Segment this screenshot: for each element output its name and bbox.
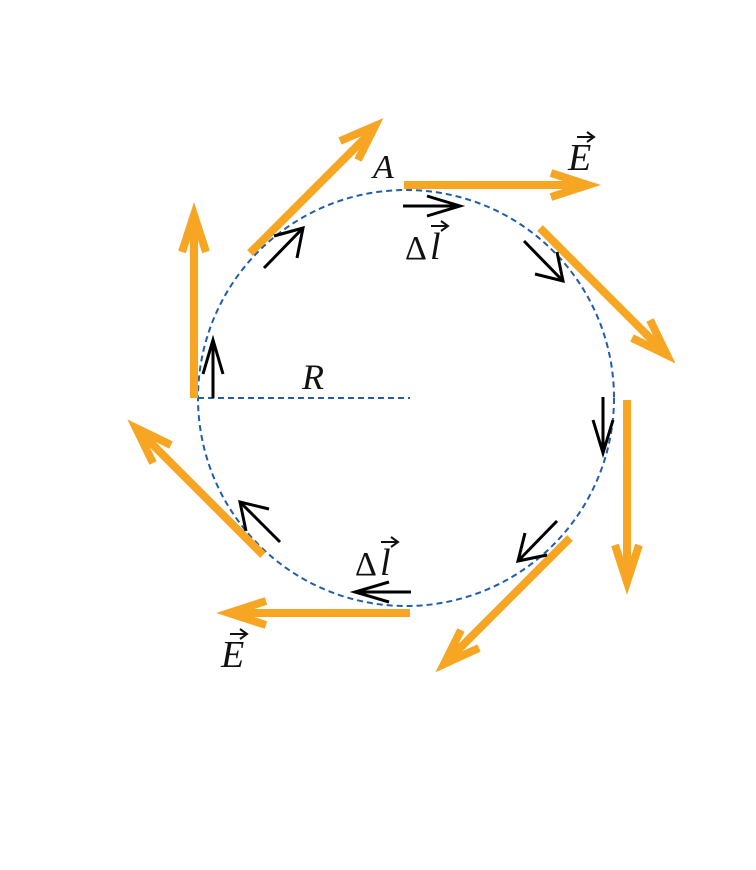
field-label-bottom-letter: E [220, 634, 244, 676]
vector-arrow-icon [230, 628, 249, 640]
element-label-top-l: l [430, 226, 441, 268]
element-label-top-delta: Δ [405, 230, 427, 267]
field-arrow-left [178, 202, 210, 398]
vector-arrow-icon [577, 131, 596, 143]
vector-arrow-icon [381, 536, 400, 548]
field-label-top-letter: E [567, 137, 591, 179]
field-arrow-bottom-right [435, 535, 573, 673]
element-arrow-bottom-left [238, 499, 282, 544]
vector-arrow-icon [431, 220, 450, 232]
field-arrow-right [611, 400, 643, 595]
element-arrow-right [591, 397, 615, 459]
element-arrow-bottom [349, 580, 411, 604]
field-arrow-bottom [216, 597, 410, 629]
element-arrow-left [201, 334, 225, 398]
point-label-a: A [371, 149, 394, 186]
field-label-top: E [567, 131, 596, 179]
element-label-bottom-l: l [380, 542, 391, 584]
element-arrow-bottom-right [515, 519, 559, 563]
element-label-bottom: Δ l [355, 536, 400, 584]
field-arrow-top [404, 169, 601, 201]
element-arrow-top [403, 194, 466, 218]
element-arrow-top-left [262, 225, 305, 270]
field-arrow-bottom-left [127, 419, 266, 558]
element-arrow-top-right [522, 239, 565, 284]
field-arrow-top-left [247, 118, 384, 256]
field-label-bottom: E [220, 628, 249, 676]
element-label-top: Δ l [405, 220, 450, 268]
field-arrow-top-right [537, 225, 676, 364]
element-label-bottom-delta: Δ [355, 546, 377, 583]
radius-label: R [301, 357, 324, 397]
